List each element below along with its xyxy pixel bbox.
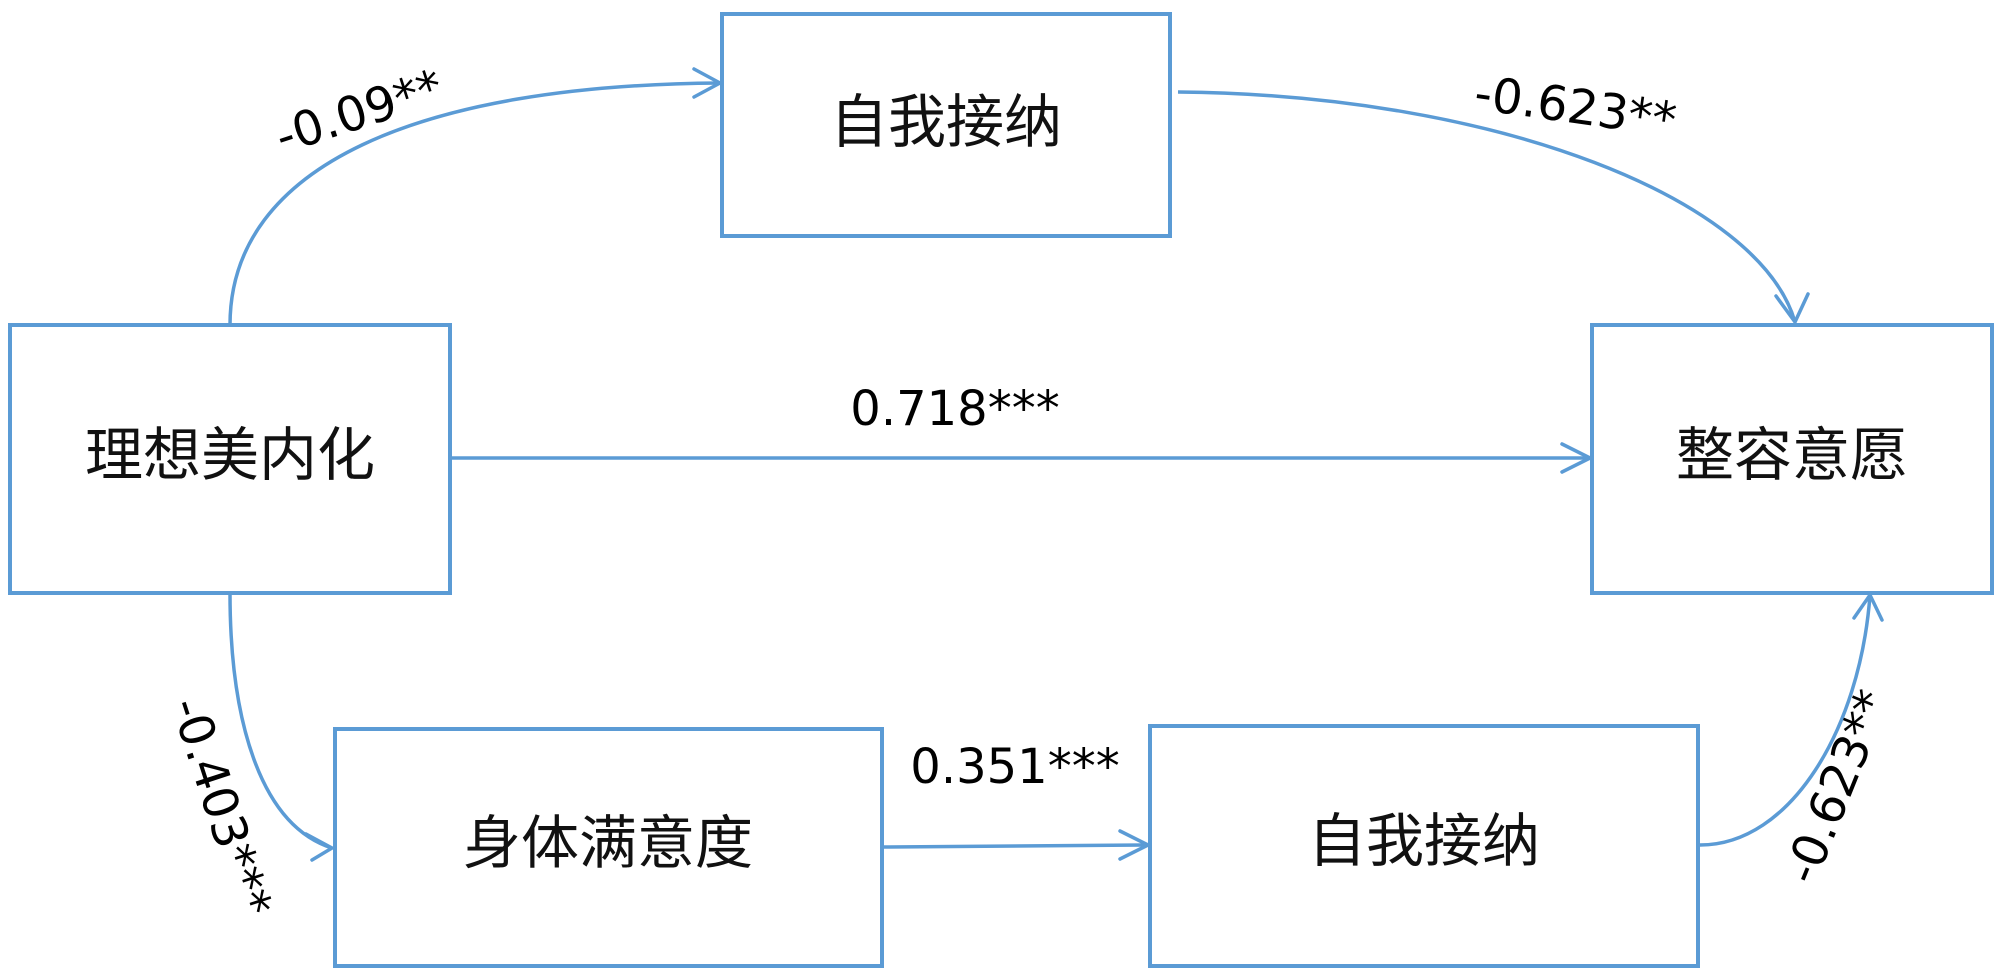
arrowhead-icon <box>304 832 334 862</box>
coefficient-ideal-to-self-accept-top: -0.09** <box>269 59 450 165</box>
node-cosmetic-surgery-intention: 整容意愿 <box>1590 323 1994 595</box>
node-self-acceptance-top: 自我接纳 <box>720 12 1172 238</box>
coefficient-ideal-to-intent: 0.718*** <box>850 381 1059 437</box>
edge-body-to-self-accept-bottom <box>882 829 1150 861</box>
edge-ideal-to-body-satisfaction <box>228 592 334 862</box>
node-label: 整容意愿 <box>1676 421 1908 489</box>
edge-self-accept-top-to-intent <box>1177 90 1810 324</box>
node-self-acceptance-bottom: 自我接纳 <box>1148 724 1700 968</box>
arrowhead-icon <box>1774 292 1810 324</box>
edge-ideal-to-intent <box>452 442 1592 474</box>
coefficient-ideal-to-body-satisfaction: -0.403*** <box>159 691 282 924</box>
node-label: 身体满意度 <box>463 809 753 877</box>
node-label: 自我接纳 <box>1308 807 1540 875</box>
node-label: 理想美内化 <box>85 421 375 489</box>
coefficient-self-accept-top-to-intent: -0.623** <box>1471 65 1680 149</box>
coefficient-self-accept-bottom-to-intent: -0.623** <box>1773 682 1901 891</box>
coefficient-body-to-self-accept-bottom: 0.351*** <box>910 739 1119 795</box>
node-label: 自我接纳 <box>830 88 1062 156</box>
node-body-satisfaction: 身体满意度 <box>333 727 884 968</box>
node-ideal-beauty-internalization: 理想美内化 <box>8 323 452 595</box>
